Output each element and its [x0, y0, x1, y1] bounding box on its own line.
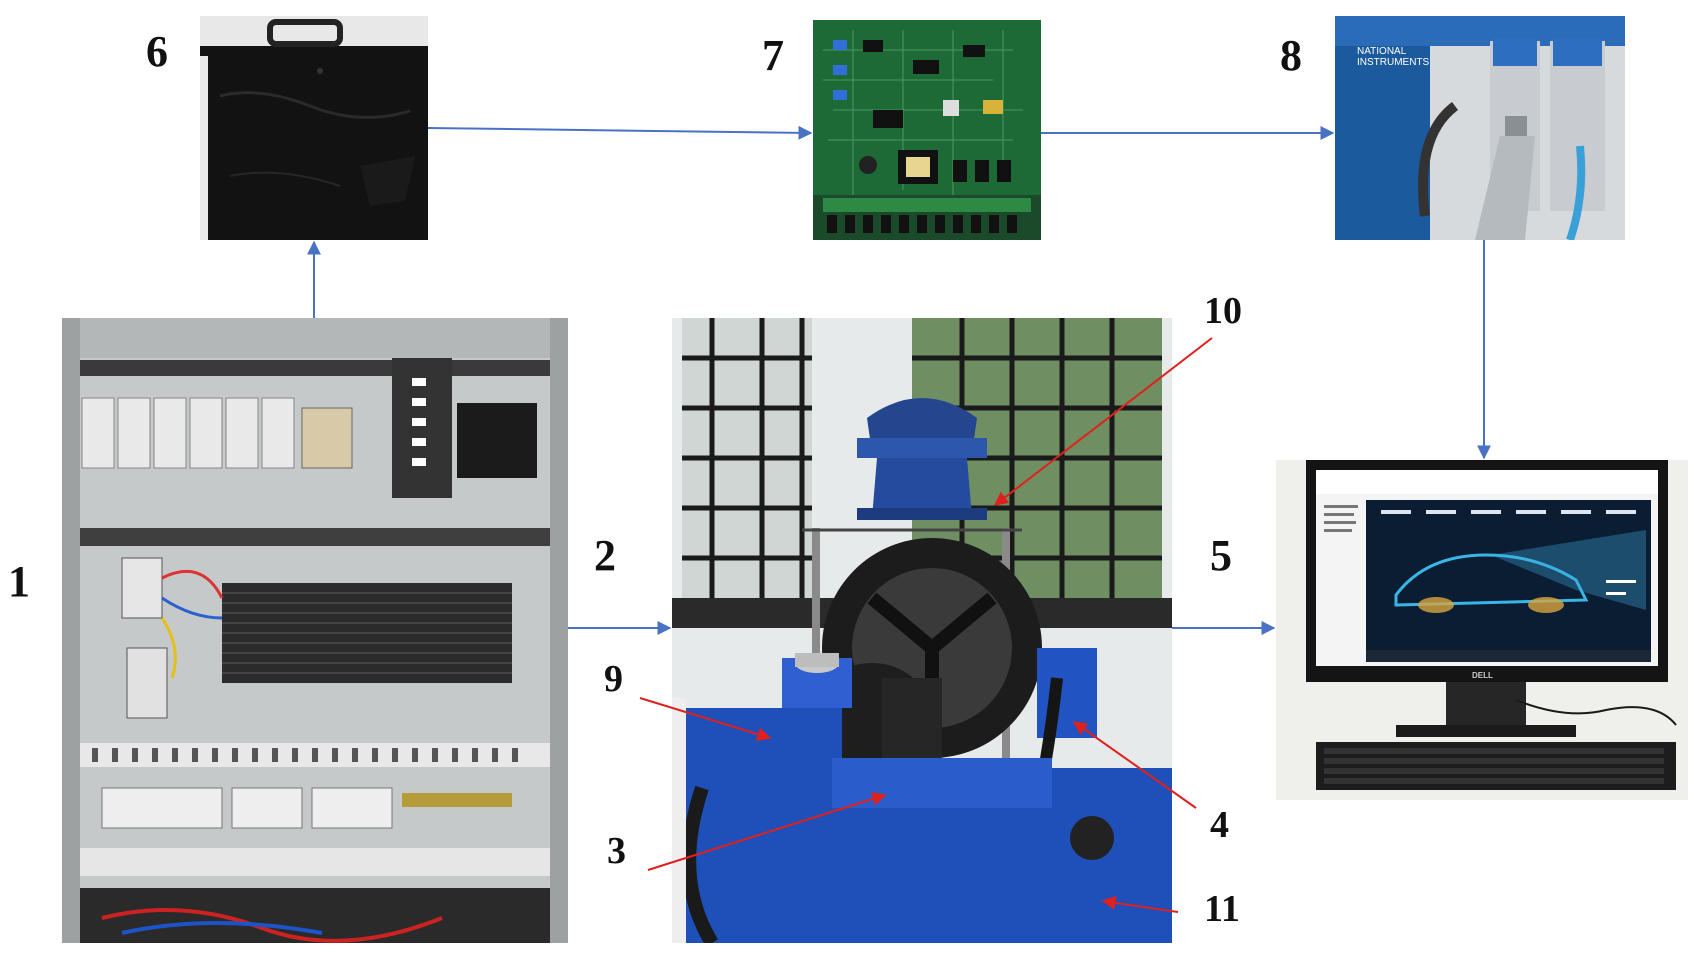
label-7: 7	[762, 31, 784, 80]
label-4: 4	[1210, 804, 1229, 846]
monitor-keyboard-icon	[1276, 460, 1688, 800]
arrow-6-to-7	[427, 125, 813, 140]
label-11: 11	[1204, 888, 1240, 930]
label-5: 5	[1210, 531, 1232, 580]
control-cabinet-icon	[62, 318, 568, 943]
battery-box-photo	[200, 16, 428, 240]
label-8: 8	[1280, 31, 1302, 80]
battery-box-icon	[200, 16, 428, 240]
circuit-board-photo	[813, 20, 1041, 240]
motor-wheel-rig-icon	[672, 318, 1172, 943]
label-2: 2	[594, 531, 616, 580]
circuit-board-icon	[813, 20, 1041, 240]
control-panel-photo	[62, 318, 568, 943]
daq-chassis-photo: NATIONAL INSTRUMENTS	[1335, 16, 1625, 240]
daq-chassis-icon	[1335, 16, 1625, 240]
daq-brand-text: NATIONAL INSTRUMENTS	[1357, 46, 1430, 68]
label-1: 1	[8, 557, 30, 606]
monitor-brand-text: DELL	[1472, 671, 1493, 680]
label-6: 6	[146, 27, 168, 76]
test-rig-photo	[672, 318, 1172, 943]
computer-photo: DELL	[1276, 460, 1688, 800]
label-10: 10	[1204, 290, 1242, 332]
label-3: 3	[607, 830, 626, 872]
label-9: 9	[604, 658, 623, 700]
